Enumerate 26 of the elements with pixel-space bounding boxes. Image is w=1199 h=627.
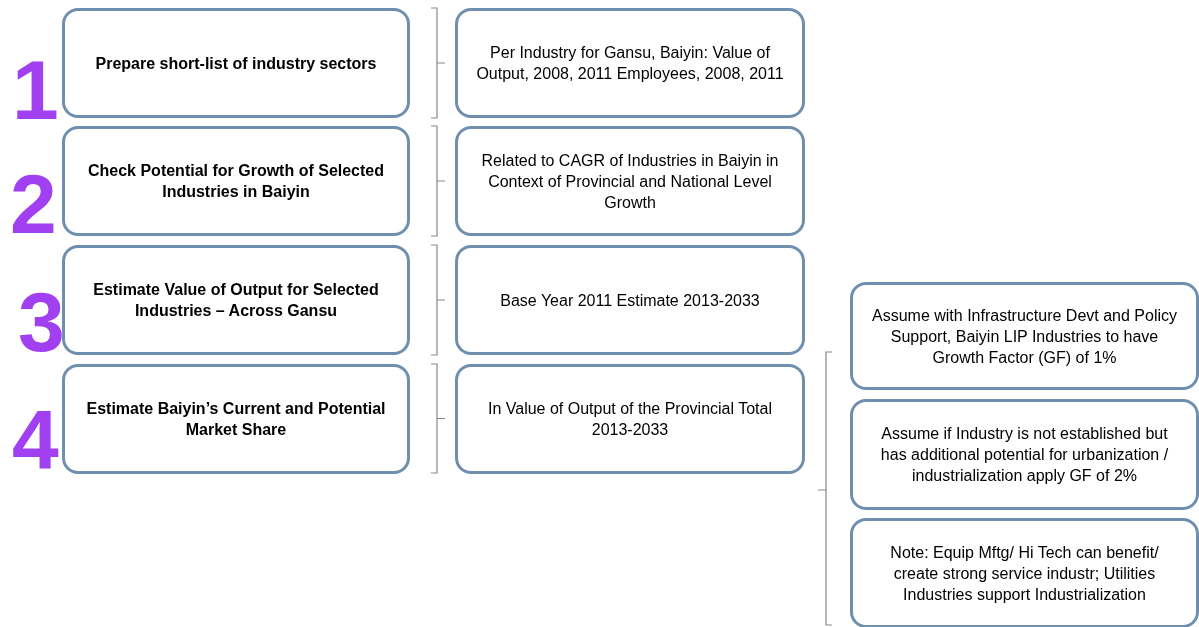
step-number: 1 bbox=[12, 48, 59, 132]
step-title: Prepare short-list of industry sectors bbox=[95, 53, 377, 74]
detail-box bbox=[455, 8, 805, 118]
note-text: Related to CAGR of Industries in Baiyin in Context of Provincial and National Level Growth bbox=[480, 150, 780, 213]
detail-box bbox=[455, 364, 805, 474]
detail-box bbox=[455, 126, 805, 236]
note-box bbox=[850, 399, 1199, 510]
step-title: Estimate Value of Output for Selected Industries – Across Gansu bbox=[92, 280, 380, 321]
step-box bbox=[62, 126, 410, 236]
note-text: Assume with Infrastructure Devt and Policy Support, Baiyin LIP Industries to have Growth Factor (GF) of 1% bbox=[871, 305, 1178, 368]
note-text: Assume if Industry is not established but has additional potential for urbanization / industrialization apply GF of 2% bbox=[879, 424, 1170, 486]
step-number: 3 bbox=[18, 280, 65, 364]
note-text: Note: Equip Mftg/ Hi Tech can benefit/ create strong service industr; Utilities Industries support Industrialization bbox=[889, 542, 1160, 605]
detail-box bbox=[455, 245, 805, 355]
step-box bbox=[62, 8, 410, 118]
step-box bbox=[62, 364, 410, 474]
note-text: In Value of Output of the Provincial Total 2013-2033 bbox=[487, 399, 773, 440]
step-box bbox=[62, 245, 410, 355]
step-number: 2 bbox=[10, 162, 57, 246]
step-number: 4 bbox=[12, 398, 59, 482]
note-text: Per Industry for Gansu, Baiyin: Value of Output, 2008, 2011 Employees, 2008, 2011 bbox=[475, 43, 785, 84]
note-text: Base Year 2011 Estimate 2013-2033 bbox=[500, 290, 760, 311]
step-title: Check Potential for Growth of Selected Industries in Baiyin bbox=[86, 161, 385, 202]
note-box bbox=[850, 518, 1199, 627]
step-title: Estimate Baiyin’s Current and Potential Market Share bbox=[85, 399, 387, 440]
note-box bbox=[850, 282, 1199, 390]
